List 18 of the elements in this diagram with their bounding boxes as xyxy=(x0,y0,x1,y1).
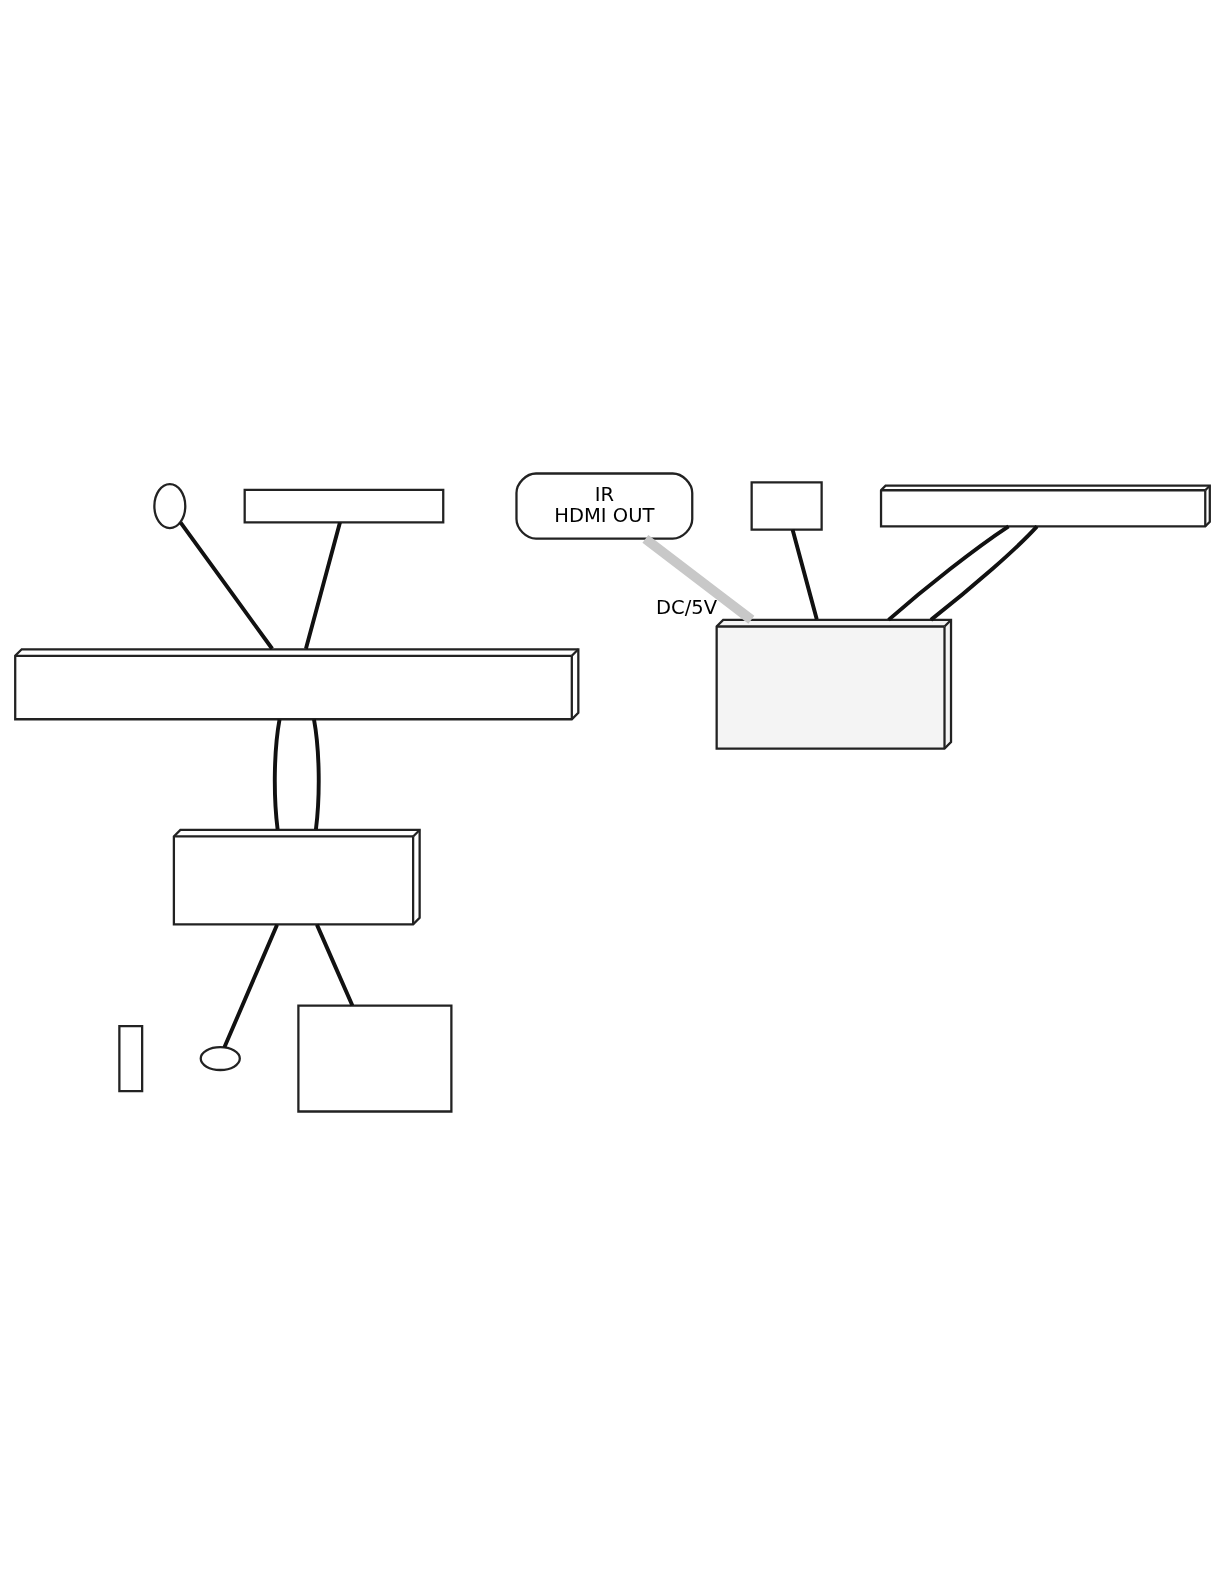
connector xyxy=(315,923,355,1007)
node-box xyxy=(118,1024,144,1093)
connector xyxy=(179,521,274,650)
node-box xyxy=(297,1004,453,1113)
connector xyxy=(642,535,755,624)
node-ellipse xyxy=(199,1046,241,1072)
connector xyxy=(272,719,282,830)
node-box xyxy=(243,488,445,524)
connector xyxy=(790,529,819,620)
connector xyxy=(929,525,1039,622)
connector xyxy=(222,923,279,1049)
connector xyxy=(312,719,321,830)
node-label: DC/5V xyxy=(656,596,718,620)
connector xyxy=(304,522,342,650)
node-ellipse xyxy=(153,482,187,530)
node-box xyxy=(750,481,823,531)
node-box: IR HDMI OUT xyxy=(515,472,694,540)
connector xyxy=(887,524,1010,622)
